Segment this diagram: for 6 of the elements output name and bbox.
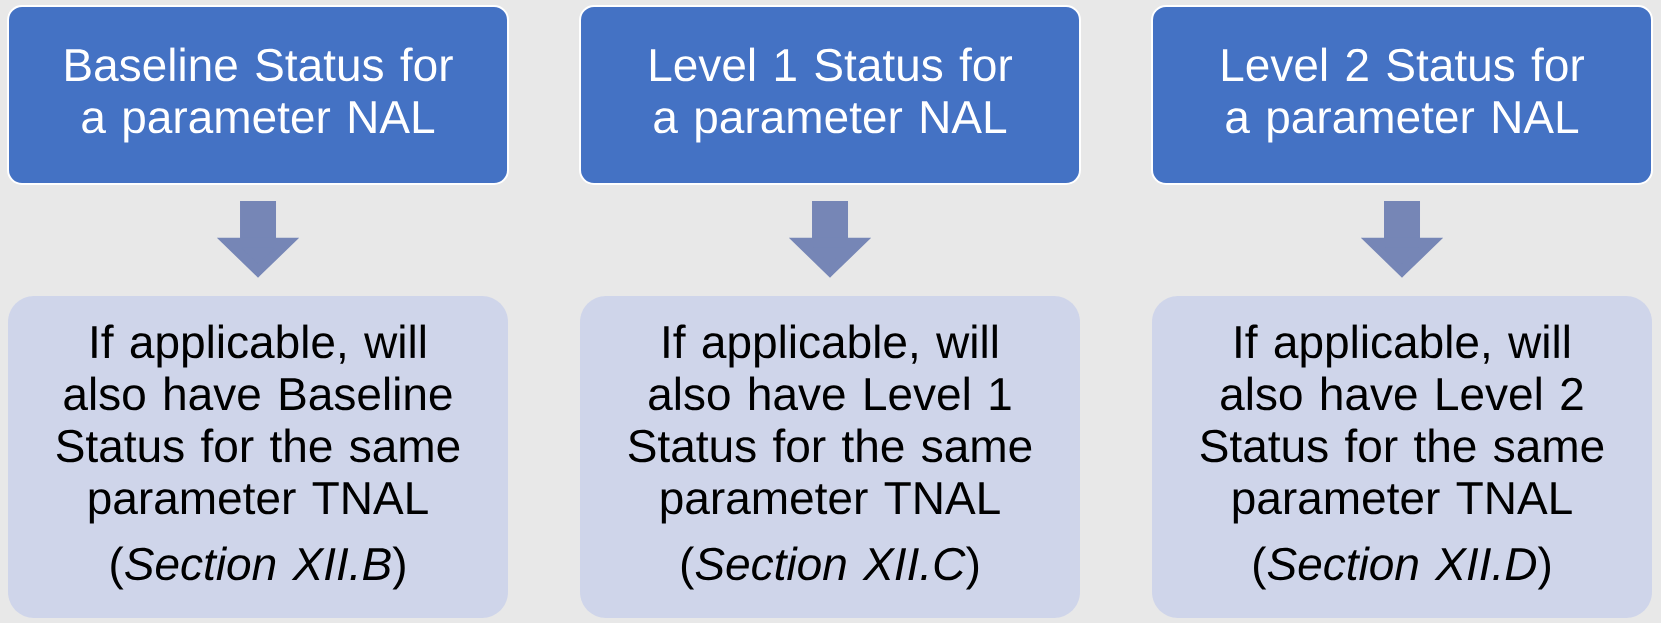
description-box: If applicable, will also have Level 2 Status for the same parameter TNAL (Section XII.D)	[1152, 296, 1652, 618]
status-box: Level 2 Status for a parameter NAL	[1151, 5, 1653, 185]
status-box: Baseline Status for a parameter NAL	[7, 5, 509, 185]
description-box: If applicable, will also have Level 1 Status for the same parameter TNAL (Section XII.C)	[580, 296, 1080, 618]
description-box: If applicable, will also have Baseline Status for the same parameter TNAL (Section XII.B)	[8, 296, 508, 618]
status-box: Level 1 Status for a parameter NAL	[579, 5, 1081, 185]
